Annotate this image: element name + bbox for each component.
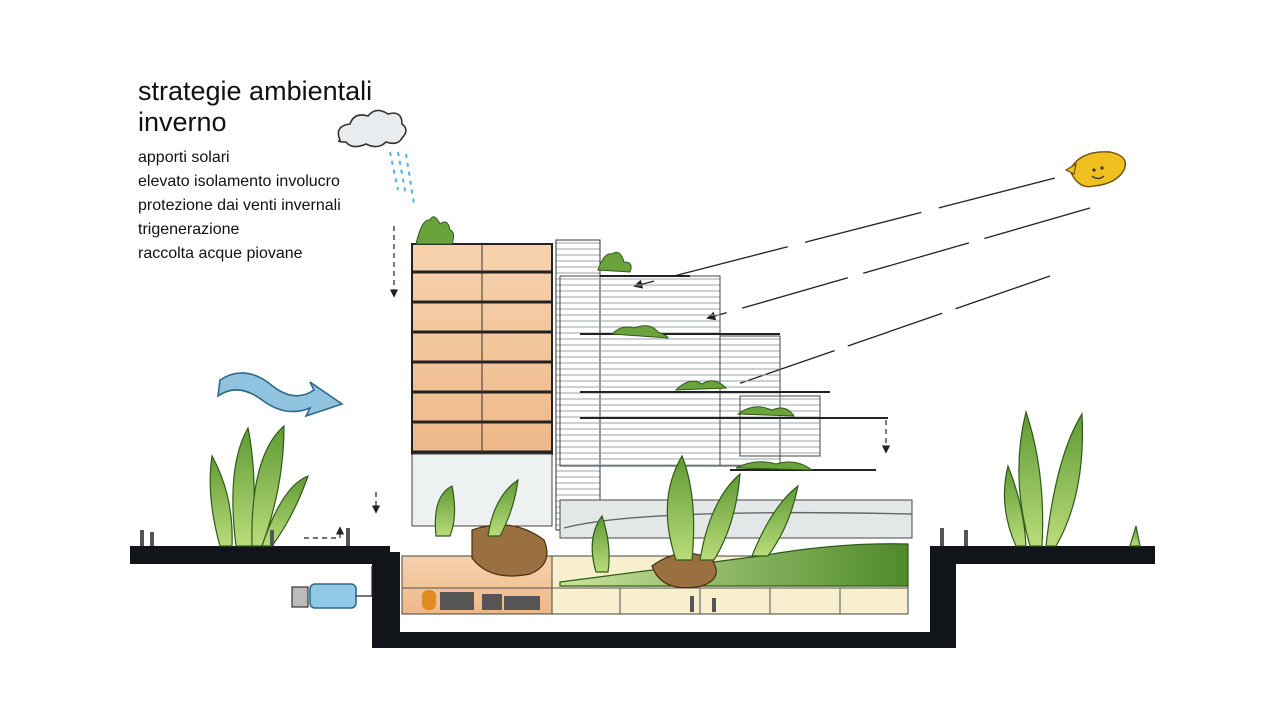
smiling-sun-icon (1064, 151, 1127, 188)
strategy-list: apporti solari elevato isolamento involu… (138, 146, 341, 266)
airflow-arrows (304, 226, 891, 539)
strategy-item: raccolta acque piovane (138, 245, 303, 262)
courtyard-planting (434, 454, 909, 589)
wind-arrow-icon (216, 372, 344, 418)
rainwater-tank-icon (291, 566, 373, 609)
people-silhouettes (140, 528, 968, 612)
plant-right (1003, 409, 1141, 547)
roof-greenery (415, 216, 814, 471)
strategy-item: trigenerazione (138, 221, 240, 238)
title-line-1: strategie ambientali (138, 76, 373, 106)
title-line-2: inverno (138, 107, 227, 137)
diagram-title: strategie ambientali inverno (138, 76, 372, 138)
strategy-item: apporti solari (138, 149, 230, 166)
plant-left (209, 424, 309, 547)
strategy-item: protezione dai venti invernali (138, 197, 341, 214)
solar-ray-lines (633, 177, 1091, 385)
ground-section (130, 546, 1155, 648)
rain-cloud-icon (337, 109, 415, 205)
tower-building (411, 239, 913, 539)
strategy-item: elevato isolamento involucro (138, 173, 340, 190)
